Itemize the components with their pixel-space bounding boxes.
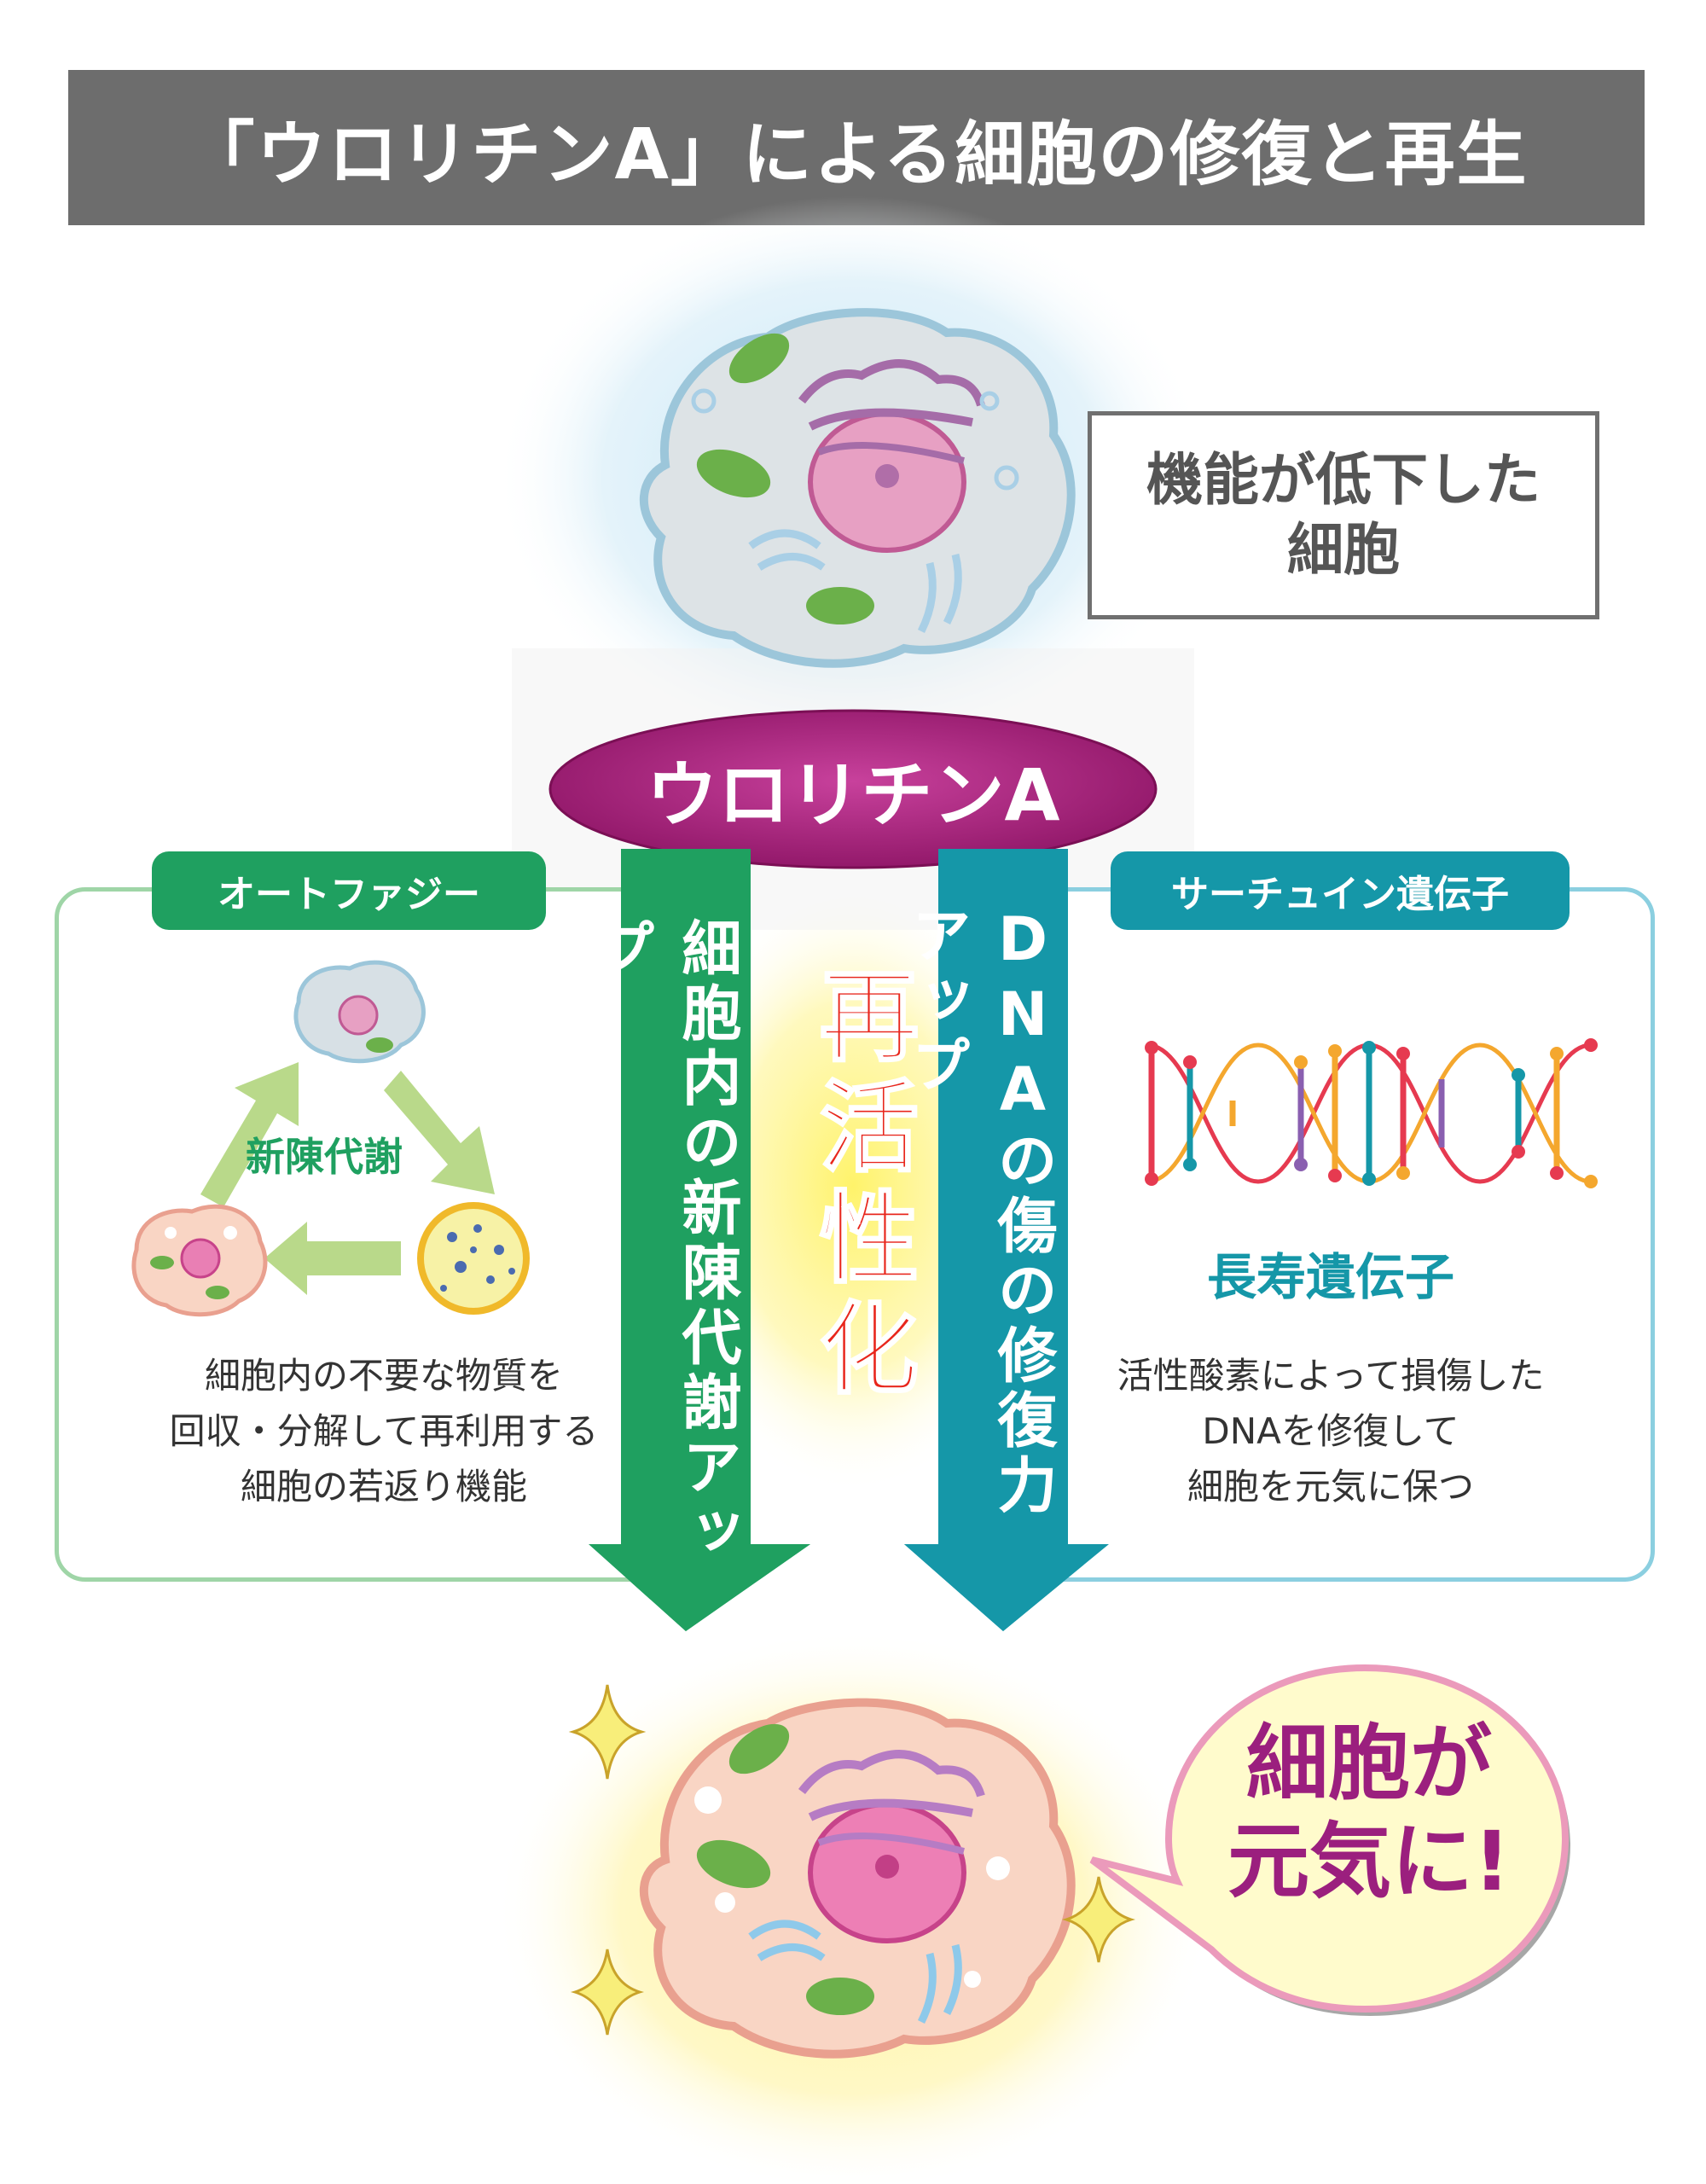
metabolism-label: 新陳代謝 bbox=[246, 1134, 403, 1180]
sirtuin-panel bbox=[1002, 887, 1655, 1582]
sirtuin-description: 活性酸素によって損傷した DNAを修復して 細胞を元気に保つ bbox=[1015, 1348, 1646, 1514]
urolithin-label: ウロリチンA bbox=[646, 752, 1060, 837]
dna-repair-up-text: DNAの傷の修復力アップ bbox=[902, 904, 1058, 1519]
speech-bubble bbox=[1089, 1664, 1570, 2016]
autophagy-desc-line: 回収・分解して再利用する bbox=[169, 1410, 599, 1453]
autophagy-desc-line: 細胞の若返り機能 bbox=[240, 1466, 527, 1508]
autophagy-description: 細胞内の不要な物質を 回収・分解して再利用する 細胞の若返り機能 bbox=[68, 1348, 699, 1514]
declined-cell-label-line1: 機能が低下した bbox=[1146, 446, 1541, 513]
bubble-line1: 細胞が bbox=[1246, 1716, 1492, 1811]
urolithin-oval bbox=[548, 709, 1158, 869]
bubble-line2: 元気に! bbox=[1227, 1814, 1511, 1910]
longevity-gene-label: 長寿遺伝子 bbox=[1206, 1248, 1454, 1306]
sirtuin-tab: サーチュイン遺伝子 bbox=[1111, 851, 1570, 930]
metabolism-up-text: 細胞内の新陳代謝アップ bbox=[586, 917, 742, 1565]
sparkles bbox=[568, 1684, 1136, 2036]
autophagy-desc-line: 細胞内の不要な物質を bbox=[204, 1355, 563, 1397]
declined-cell-illustration bbox=[639, 308, 1076, 668]
healthy-cell-illustration bbox=[639, 1698, 1076, 2059]
reactivation-text: 再活性化 bbox=[802, 963, 920, 1409]
sirtuin-desc-line: 活性酸素によって損傷した bbox=[1117, 1355, 1545, 1397]
autophagy-tab: オートファジー bbox=[152, 851, 546, 930]
declined-cell-label-box: 機能が低下した 細胞 bbox=[1088, 411, 1599, 619]
sirtuin-desc-line: 細胞を元気に保つ bbox=[1187, 1466, 1474, 1508]
bubble-text: 細胞が 元気に! bbox=[1186, 1715, 1552, 1911]
declined-cell-label-line2: 細胞 bbox=[1287, 517, 1400, 583]
sirtuin-desc-line: DNAを修復して bbox=[1202, 1410, 1459, 1453]
